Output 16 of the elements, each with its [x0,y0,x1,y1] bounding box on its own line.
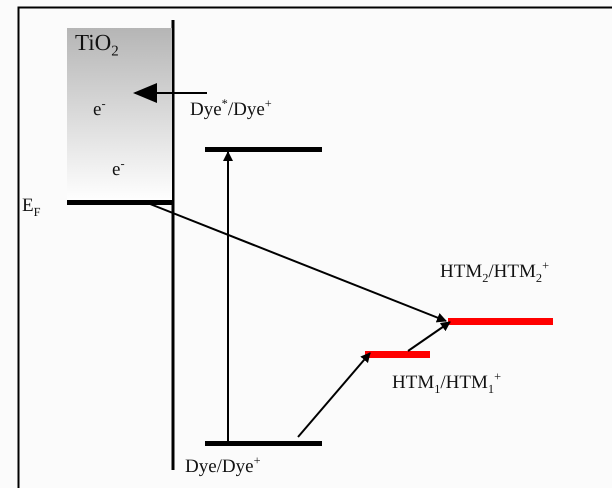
arrow [133,83,207,103]
electron-label: e$^{-}$ [93,100,106,119]
material-label: TiO$_{2}$ [75,31,119,54]
energy-level-bar [205,147,322,152]
energy-level-bar [365,351,430,358]
electron-label: e$^{-}$ [112,160,125,179]
energy-level-label: E$_{F}$ [22,196,40,215]
arrow [223,151,233,441]
energy-level-bar [67,200,172,205]
energy-level-label: Dye$^{*}$/Dye$^{+}$ [190,100,272,119]
energy-level-label: Dye/Dye$^{+}$ [185,457,261,476]
semiconductor-band [67,28,172,202]
energy-level-bar [448,318,553,325]
arrow [297,352,371,438]
energy-level-bar [205,441,322,446]
arrow [407,321,451,352]
